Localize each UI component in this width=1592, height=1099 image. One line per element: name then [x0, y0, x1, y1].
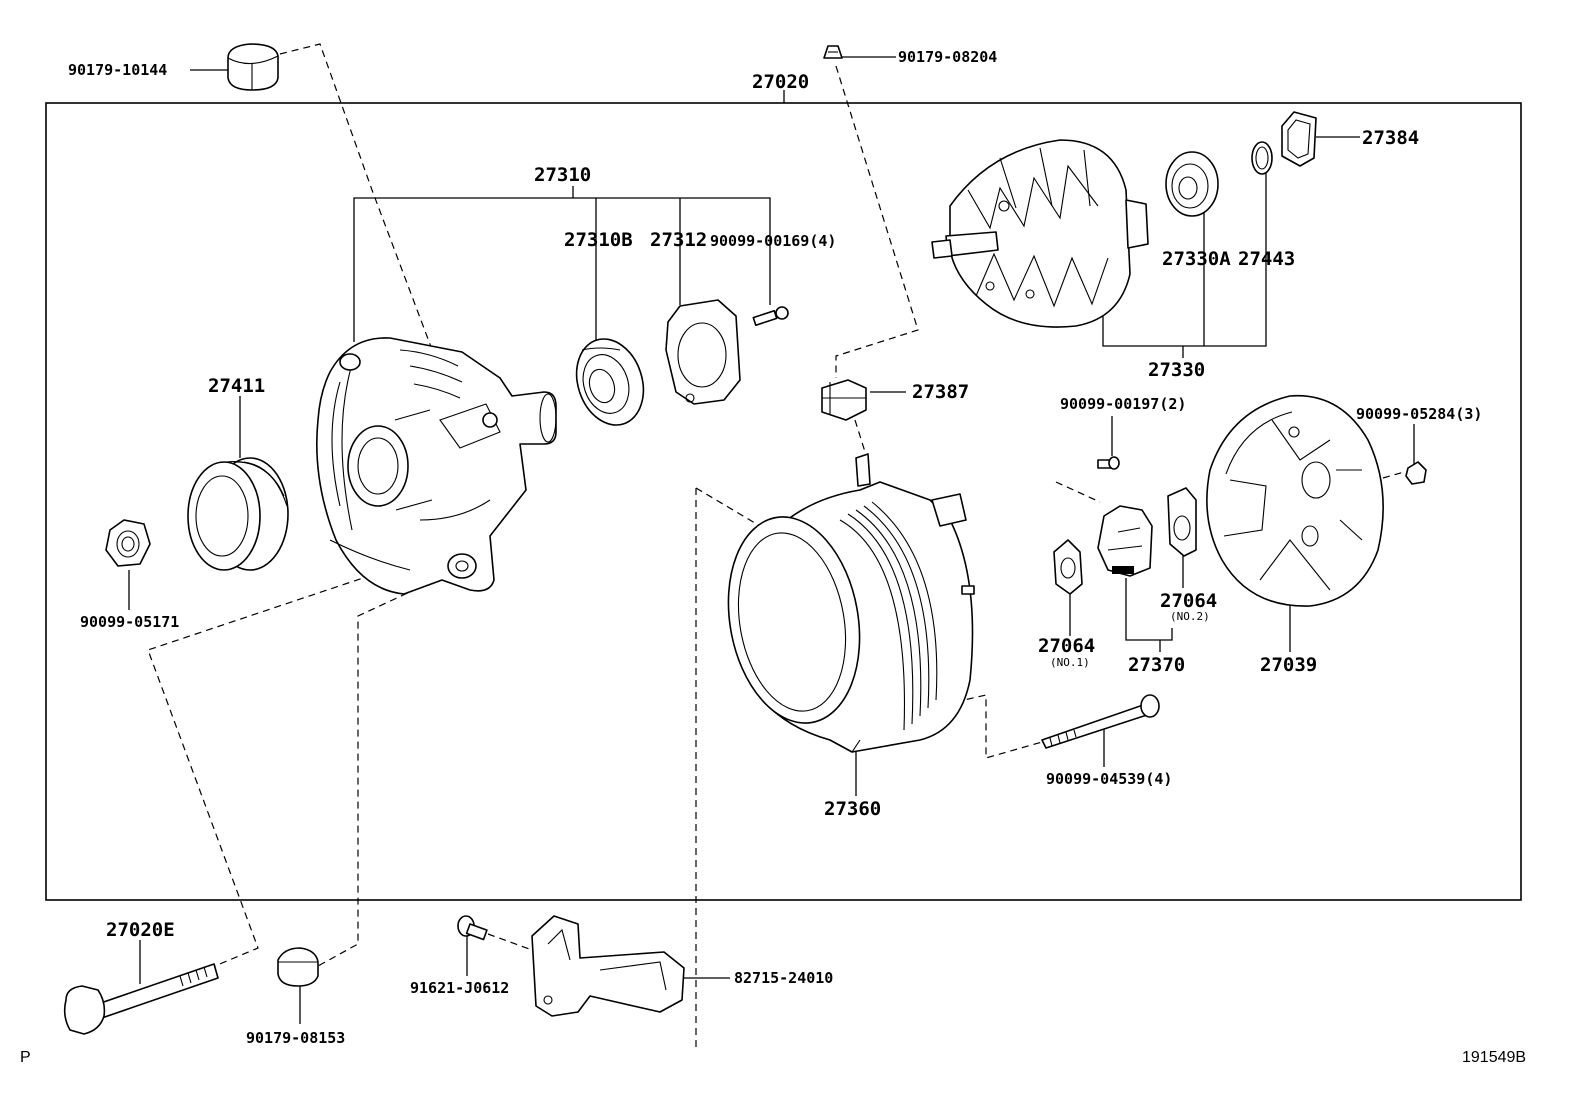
cap-nut-90179-08153	[277, 947, 319, 987]
label-27064-no2-note: (NO.2)	[1170, 610, 1210, 623]
bolt-91621-J0612	[457, 915, 488, 941]
label-90099-00169: 90099-00169(4)	[710, 232, 836, 250]
cover-27384	[1281, 111, 1317, 167]
footer-left-mark: P	[20, 1049, 31, 1066]
label-27330A: 27330A	[1162, 248, 1231, 270]
label-27330: 27330	[1148, 359, 1205, 381]
label-27064-no2: 27064	[1160, 590, 1217, 612]
label-90179-08204: 90179-08204	[898, 48, 997, 66]
screw-90099-00197	[1097, 456, 1120, 470]
leader-lines	[128, 56, 1415, 1024]
label-27360: 27360	[824, 798, 881, 820]
retainer-plate-27312	[665, 299, 741, 405]
label-90179-08153: 90179-08153	[246, 1029, 345, 1047]
cap-nut-90179-10144	[227, 43, 279, 91]
rear-end-cover-27039	[1206, 394, 1384, 607]
label-27020E: 27020E	[106, 919, 175, 941]
bolt-27020E	[63, 963, 219, 1035]
label-27384: 27384	[1362, 127, 1419, 149]
drive-end-frame-27310	[316, 337, 557, 595]
label-27411: 27411	[208, 375, 265, 397]
label-27020: 27020	[752, 71, 809, 93]
label-90179-10144: 90179-10144	[68, 61, 167, 79]
label-27443: 27443	[1238, 248, 1295, 270]
bearing-27310B	[575, 338, 645, 426]
insulator-27387	[821, 379, 867, 421]
label-27039: 27039	[1260, 654, 1317, 676]
pulley-27411	[187, 457, 289, 571]
through-bolt-90099-04539	[1041, 694, 1160, 749]
clip-90179-08204	[823, 45, 843, 59]
label-91621-J0612: 91621-J0612	[410, 979, 509, 997]
label-90099-00197: 90099-00197(2)	[1060, 395, 1186, 413]
label-27312: 27312	[650, 229, 707, 251]
label-27064-no1: 27064	[1038, 635, 1095, 657]
label-82715-24010: 82715-24010	[734, 969, 833, 987]
label-27387: 27387	[912, 381, 969, 403]
gasket-27064-no1	[1053, 539, 1083, 595]
bracket-82715-24010	[531, 915, 685, 1017]
stator-housing-27360	[727, 453, 975, 753]
part-labels: 27020 90179-10144 90179-08204 27310 2731…	[20, 48, 1526, 1066]
label-27310B: 27310B	[564, 229, 633, 251]
ring-27443	[1251, 141, 1273, 175]
label-27064-no1-note: (NO.1)	[1050, 656, 1090, 669]
rotor-27330	[931, 139, 1149, 328]
label-27310: 27310	[534, 164, 591, 186]
label-90099-05284: 90099-05284(3)	[1356, 405, 1482, 423]
label-27370: 27370	[1128, 654, 1185, 676]
figure-id: 191549B	[1462, 1049, 1526, 1066]
label-90099-04539: 90099-04539(4)	[1046, 770, 1172, 788]
bearing-27330A	[1165, 151, 1219, 217]
gasket-27064-no2	[1167, 487, 1197, 557]
screw-90099-00169	[752, 306, 789, 327]
nut-90099-05284	[1405, 461, 1427, 485]
brush-holder-27370	[1097, 505, 1153, 577]
label-90099-05171: 90099-05171	[80, 613, 179, 631]
nut-90099-05171	[105, 519, 151, 567]
